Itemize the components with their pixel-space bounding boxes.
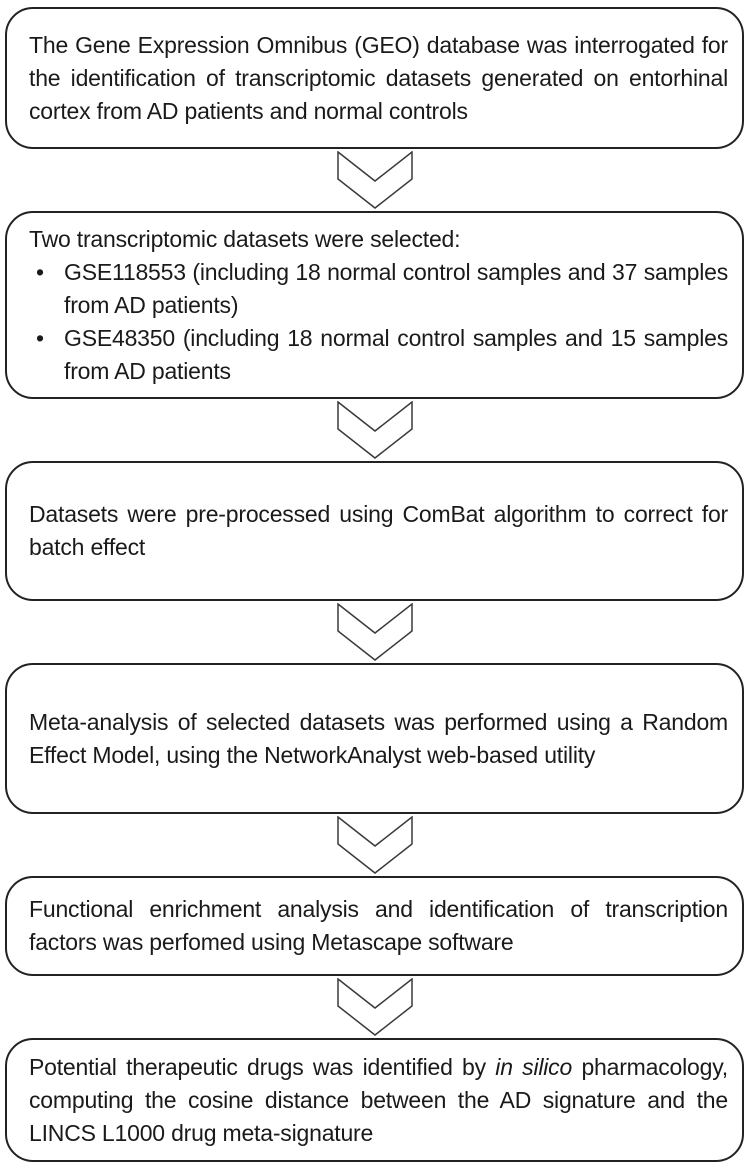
flow-step-preprocessing-text: Datasets were pre-processed using ComBat… — [29, 501, 728, 560]
flow-step-geo-query: The Gene Expression Omnibus (GEO) databa… — [5, 7, 744, 149]
dataset-item-gse118553: GSE118553 (including 18 normal control s… — [36, 256, 728, 322]
chevron-down-icon — [336, 816, 413, 874]
flow-step-meta-analysis: Meta-analysis of selected datasets was p… — [5, 663, 744, 814]
flow-step-dataset-selection: Two transcriptomic datasets were selecte… — [5, 211, 744, 399]
drug-identification-text-lead: Potential therapeutic drugs was identifi… — [29, 1053, 496, 1080]
flow-connector-4 — [336, 814, 413, 876]
chevron-down-icon — [336, 401, 413, 459]
chevron-down-icon — [336, 978, 413, 1036]
flow-step-geo-query-text: The Gene Expression Omnibus (GEO) databa… — [29, 31, 728, 124]
flow-connector-1 — [336, 149, 413, 211]
flow-connector-3 — [336, 601, 413, 663]
flow-connector-5 — [336, 976, 413, 1038]
flow-step-enrichment-analysis-text: Functional enrichment analysis and ident… — [29, 896, 728, 955]
drug-identification-text-italic: in silico — [495, 1053, 573, 1080]
chevron-down-icon — [336, 151, 413, 209]
dataset-list: GSE118553 (including 18 normal control s… — [29, 256, 728, 388]
flow-step-meta-analysis-text: Meta-analysis of selected datasets was p… — [29, 708, 728, 768]
flow-connector-2 — [336, 399, 413, 461]
flow-step-drug-identification-text: Potential therapeutic drugs was identifi… — [29, 1051, 728, 1150]
drug-identification-text-tail: pharmacology, computing the cosine dista… — [29, 1053, 728, 1146]
chevron-down-icon — [336, 603, 413, 661]
flow-step-preprocessing: Datasets were pre-processed using ComBat… — [5, 461, 744, 601]
dataset-item-gse48350: GSE48350 (including 18 normal control sa… — [36, 322, 728, 388]
flow-step-drug-identification: Potential therapeutic drugs was identifi… — [5, 1038, 744, 1162]
flow-step-enrichment-analysis: Functional enrichment analysis and ident… — [5, 876, 744, 976]
flow-step-dataset-selection-intro: Two transcriptomic datasets were selecte… — [29, 225, 461, 252]
